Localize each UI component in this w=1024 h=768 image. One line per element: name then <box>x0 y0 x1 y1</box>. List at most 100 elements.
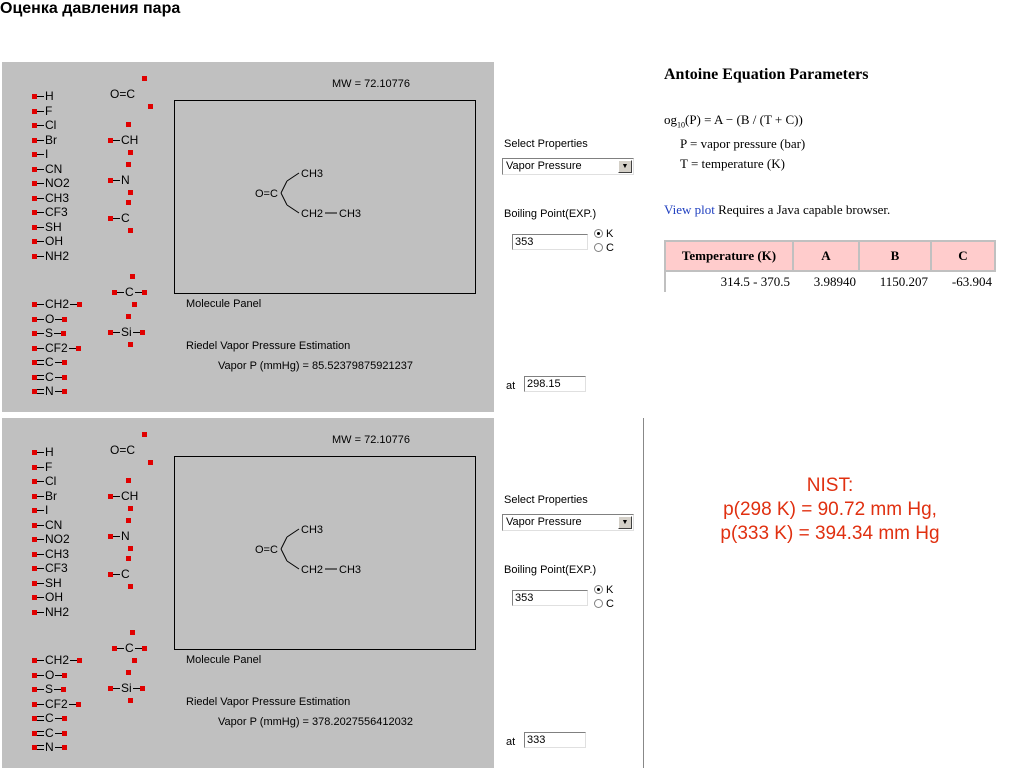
boiling-point-input[interactable]: 353 <box>512 590 588 606</box>
chevron-down-icon[interactable]: ▼ <box>618 160 632 173</box>
fragment-ch3[interactable]: CH3 <box>32 192 69 204</box>
fragment-br[interactable]: Br <box>32 490 57 502</box>
bond-point <box>128 584 133 589</box>
fragment-cf2[interactable]: CF2 <box>32 342 81 354</box>
fragment-multibond-c[interactable]: C <box>32 727 67 739</box>
fragment-no2[interactable]: NO2 <box>32 177 70 189</box>
molecule-panel-label: Molecule Panel <box>186 298 262 310</box>
fragment-no2[interactable]: NO2 <box>32 533 70 545</box>
fragment-ch3[interactable]: CH3 <box>32 548 69 560</box>
fragment-group-c[interactable]: C <box>108 568 130 580</box>
chevron-down-icon[interactable]: ▼ <box>618 516 632 529</box>
fragment-group-n[interactable]: N <box>108 530 130 542</box>
atom-ch3-top: CH3 <box>301 524 323 536</box>
fragment-group-c[interactable]: C <box>112 642 147 654</box>
fragment-multibond-c[interactable]: C <box>32 371 67 383</box>
fragment-nh2[interactable]: NH2 <box>32 250 69 262</box>
fragment-o[interactable]: O <box>32 669 68 681</box>
table-cell: 3.98940 <box>792 271 860 294</box>
temperature-input[interactable]: 333 <box>524 732 586 748</box>
nist-reference: NIST: p(298 K) = 90.72 mm Hg, p(333 K) =… <box>680 474 980 546</box>
fragment-cf2[interactable]: CF2 <box>32 698 81 710</box>
fragment-group-ch[interactable]: CH <box>108 490 138 502</box>
bond-point <box>126 122 131 127</box>
radio-celsius[interactable]: C <box>594 598 614 610</box>
vapor-pressure-result: Vapor P (mmHg) = 85.52379875921237 <box>218 360 413 372</box>
fragment-multibond-c[interactable]: C <box>32 356 67 368</box>
property-select[interactable]: Vapor Pressure ▼ <box>502 158 634 175</box>
fragment-nh2[interactable]: NH2 <box>32 606 69 618</box>
fragment-group-si[interactable]: Si <box>108 326 145 338</box>
fragment-group-ch[interactable]: CH <box>108 134 138 146</box>
fragment-group-c[interactable]: C <box>108 212 130 224</box>
fragment-multibond-n[interactable]: N <box>32 741 67 753</box>
fragment-cf3[interactable]: CF3 <box>32 206 68 218</box>
fragment-group-si[interactable]: Si <box>108 682 145 694</box>
at-label: at <box>506 380 516 392</box>
molecule-panel-label: Molecule Panel <box>186 654 262 666</box>
fragment-s[interactable]: S <box>32 327 67 339</box>
fragment-cn[interactable]: CN <box>32 519 62 531</box>
view-plot-link[interactable]: View plot <box>664 202 715 217</box>
bond-point <box>126 518 131 523</box>
nist-label: NIST: <box>806 475 854 496</box>
radio-celsius[interactable]: C <box>594 242 614 254</box>
bond-point <box>142 76 147 81</box>
fragment-cf3[interactable]: CF3 <box>32 562 68 574</box>
boiling-point-input[interactable]: 353 <box>512 234 588 250</box>
radio-off-icon <box>594 599 603 608</box>
table-cell: -63.904 <box>930 271 996 294</box>
bond <box>286 560 300 570</box>
view-plot-line: View plot Requires a Java capable browse… <box>664 202 891 217</box>
bond-point <box>148 104 153 109</box>
molecule-panel-box[interactable]: O=C CH3 CH2 CH3 <box>174 456 476 650</box>
radio-kelvin[interactable]: K <box>594 228 613 240</box>
molecule-panel-box[interactable]: O=C CH3 CH2 CH3 <box>174 100 476 294</box>
riedel-label: Riedel Vapor Pressure Estimation <box>186 696 351 708</box>
bond-point <box>128 150 133 155</box>
bond <box>280 536 288 550</box>
fragment-i[interactable]: I <box>32 504 48 516</box>
bond <box>280 180 288 194</box>
fragment-oh[interactable]: OH <box>32 591 63 603</box>
fragment-multibond-n[interactable]: N <box>32 385 67 397</box>
fragment-s[interactable]: S <box>32 683 67 695</box>
properties-panel: Select Properties Vapor Pressure ▼ Boili… <box>494 62 640 412</box>
bond <box>286 172 300 182</box>
fragment-h[interactable]: H <box>32 446 54 458</box>
fragment-h[interactable]: H <box>32 90 54 102</box>
fragment-br[interactable]: Br <box>32 134 57 146</box>
fragment-cl[interactable]: Cl <box>32 475 56 487</box>
antoine-equation: og10(P) = A − (B / (T + C)) <box>664 112 803 130</box>
fragment-ch2[interactable]: CH2 <box>32 654 83 666</box>
fragment-cn[interactable]: CN <box>32 163 62 175</box>
temperature-input[interactable]: 298.15 <box>524 376 586 392</box>
antoine-section: Antoine Equation Parameters og10(P) = A … <box>664 66 996 306</box>
bond-point <box>130 274 135 279</box>
at-label: at <box>506 736 516 748</box>
bond-point <box>126 162 131 167</box>
radio-kelvin[interactable]: K <box>594 584 613 596</box>
fragment-group-oc[interactable]: O=C <box>110 443 136 457</box>
table-header: A <box>792 240 860 272</box>
property-select[interactable]: Vapor Pressure ▼ <box>502 514 634 531</box>
boiling-point-label: Boiling Point(EXP.) <box>504 564 597 576</box>
fragment-f[interactable]: F <box>32 461 52 473</box>
fragment-group-oc[interactable]: O=C <box>110 87 136 101</box>
boiling-point-label: Boiling Point(EXP.) <box>504 208 597 220</box>
fragment-group-c[interactable]: C <box>112 286 147 298</box>
fragment-oh[interactable]: OH <box>32 235 63 247</box>
bond-point <box>132 302 137 307</box>
divider <box>643 418 644 768</box>
fragment-sh[interactable]: SH <box>32 221 62 233</box>
fragment-ch2[interactable]: CH2 <box>32 298 83 310</box>
fragment-group-n[interactable]: N <box>108 174 130 186</box>
fragment-o[interactable]: O <box>32 313 68 325</box>
fragment-i[interactable]: I <box>32 148 48 160</box>
fragment-f[interactable]: F <box>32 105 52 117</box>
atom-ch3-right: CH3 <box>339 208 361 220</box>
fragment-cl[interactable]: Cl <box>32 119 56 131</box>
fragment-multibond-c[interactable]: C <box>32 712 67 724</box>
fragment-sh[interactable]: SH <box>32 577 62 589</box>
